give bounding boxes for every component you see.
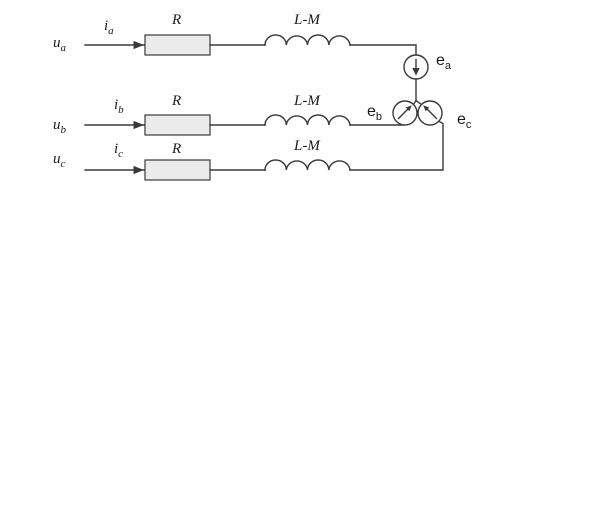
phase-c-output-wire [349, 120, 444, 171]
symbol-base: u [53, 151, 61, 167]
symbol-sub: b [60, 124, 67, 136]
symbol-sub: c [118, 148, 124, 160]
phase-c-resistor-label: R [172, 141, 182, 157]
phase-b-voltage-label: ub [53, 117, 67, 136]
emf-c-label: ec [457, 111, 472, 132]
symbol-base: i [114, 97, 119, 113]
emf-c-source [417, 100, 443, 126]
symbol-sub: c [60, 158, 66, 170]
phase-a-resistor [144, 34, 211, 56]
symbol-base: i [114, 141, 119, 157]
emf-c-arrow-icon [423, 105, 430, 112]
emf-c-arrow-shaft [426, 108, 438, 120]
emf-b-arrow-shaft [397, 108, 409, 120]
phase-b-current-arrow-icon [133, 120, 144, 130]
emf-a-label: ea [436, 52, 452, 73]
phase-b-current-label: ib [114, 97, 124, 116]
phase-b-inductor-label: L-M [294, 93, 320, 109]
symbol-base: e [436, 52, 445, 69]
symbol-base: u [53, 35, 61, 51]
phase-a-resistor-label: R [172, 12, 182, 28]
phase-c-inductor-label: L-M [294, 138, 320, 154]
phase-a-current-arrow-icon [133, 40, 144, 50]
symbol-sub: b [118, 104, 124, 116]
phase-b-resistor [144, 114, 211, 136]
symbol-base: e [367, 103, 376, 120]
phase-b-inductor [264, 114, 351, 126]
emf-a-arrow-icon [412, 68, 420, 76]
phase-a-output-wire [349, 44, 417, 56]
star-point-connectors [412, 99, 423, 106]
emf-b-label: eb [367, 103, 383, 124]
phase-a-inductor-label: L-M [294, 12, 320, 28]
phase-a-current-label: ia [104, 18, 114, 37]
phase-c-current-arrow-icon [133, 165, 144, 175]
symbol-base: u [53, 117, 61, 133]
symbol-sub: a [444, 60, 452, 73]
symbol-sub: a [108, 25, 114, 37]
symbol-sub: b [375, 111, 383, 124]
phase-c-resistor [144, 159, 211, 181]
phase-a-inductor [264, 34, 351, 46]
phase-a-voltage-label: ua [53, 35, 67, 54]
symbol-base: e [457, 111, 466, 128]
symbol-base: i [104, 18, 109, 34]
phase-b-resistor-label: R [172, 93, 182, 109]
symbol-sub: c [465, 119, 472, 132]
emf-b-source [392, 100, 418, 126]
emf-b-arrow-icon [405, 105, 412, 112]
phase-c-inductor [264, 159, 351, 171]
phase-c-current-label: ic [114, 141, 124, 160]
symbol-sub: a [60, 42, 67, 54]
phase-c-voltage-label: uc [53, 151, 66, 170]
